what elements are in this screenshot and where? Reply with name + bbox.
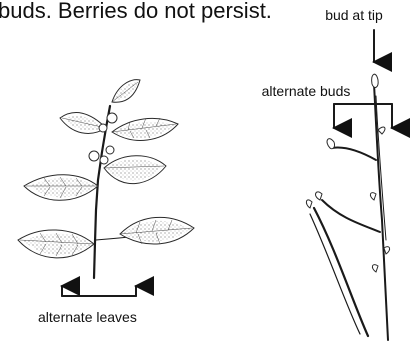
leaf xyxy=(112,118,178,140)
leaf xyxy=(18,230,94,258)
bud xyxy=(384,247,390,254)
bud xyxy=(372,265,378,272)
alternate-leaves-twig xyxy=(18,80,194,278)
alternate-leaves-bracket xyxy=(62,286,136,296)
bud-at-tip-label: bud at tip xyxy=(325,7,383,23)
alternate-leaves-label: alternate leaves xyxy=(38,309,137,325)
leaf xyxy=(24,175,98,201)
leaf xyxy=(104,156,166,184)
winter-twig xyxy=(306,74,389,340)
bud xyxy=(370,193,376,200)
bud-tip xyxy=(372,74,379,87)
bud xyxy=(306,200,312,208)
header-text: buds. Berries do not persist. xyxy=(0,0,272,23)
alternate-buds-label: alternate buds xyxy=(262,83,351,99)
leaf xyxy=(60,113,106,134)
alternate-buds-bracket xyxy=(334,104,392,128)
bud xyxy=(378,127,385,134)
leaf xyxy=(112,80,140,103)
bud xyxy=(316,192,322,200)
bud xyxy=(327,139,335,149)
leaf xyxy=(120,217,194,244)
